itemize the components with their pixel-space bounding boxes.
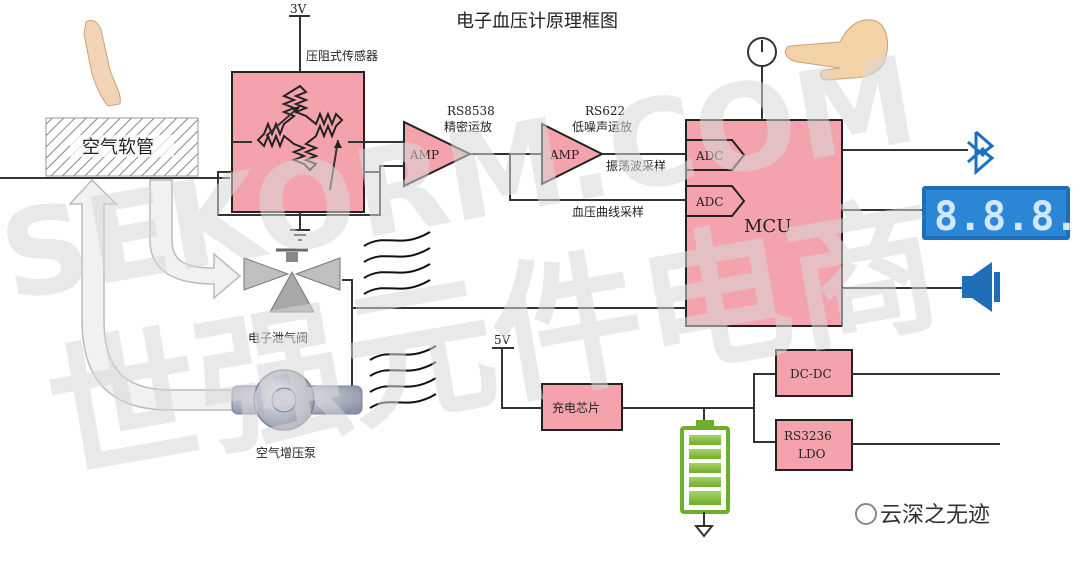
ldo-part-label: RS3236 (784, 429, 832, 443)
adc1-block (685, 139, 746, 171)
ldo-box (775, 419, 853, 471)
speaker-icon (962, 262, 1000, 312)
wechat-watermark: 云深之无迹 (880, 503, 990, 528)
amp1-label: AMP (409, 148, 439, 162)
arm-icon (83, 20, 121, 107)
air-pump (231, 369, 363, 431)
amp1-desc-label: 精密运放 (444, 119, 492, 134)
ripple-sample-label: 振荡波采样 (606, 158, 666, 173)
ground-icon (290, 229, 310, 241)
mcu-label: MCU (744, 216, 791, 237)
hose-arrow-to-valve (149, 179, 242, 300)
adc2-label: ADC (695, 195, 723, 209)
airflow-waves-1 (363, 231, 431, 295)
hand-pointer-icon (784, 19, 888, 81)
airflow-waves-2 (369, 345, 437, 409)
sensor-label: 压阻式传感器 (306, 48, 378, 63)
pump-label: 空气增压泵 (256, 445, 316, 460)
power-button-icon (747, 37, 777, 67)
supply-3v-label: 3V (290, 2, 307, 16)
diagram-title: 电子血压计原理框图 (456, 11, 618, 32)
amp2-label: AMP (549, 148, 579, 162)
charge-chip-box (541, 383, 623, 431)
amp1-part-label: RS8538 (447, 104, 495, 118)
valve-label: 电子泄气阀 (248, 330, 308, 345)
ldo-label: LDO (798, 447, 826, 461)
bluetooth-icon (967, 130, 995, 176)
adc1-label: ADC (695, 149, 723, 163)
seven-segment-display-icon: 8.8.8. (922, 186, 1079, 240)
battery-icon (680, 420, 730, 514)
electronic-valve (243, 248, 341, 313)
adc2-block (685, 185, 746, 217)
dcdc-label: DC-DC (790, 367, 832, 381)
amp2-part-label: RS622 (585, 104, 625, 118)
amp1-triangle (403, 120, 473, 188)
supply-5v-label: 5V (494, 333, 511, 347)
amp2-triangle (541, 122, 605, 186)
ground-icon (693, 525, 715, 538)
svg-text:8.8.8.: 8.8.8. (934, 194, 1079, 240)
amp2-desc-label: 低噪声运放 (572, 119, 632, 134)
charge-chip-label: 充电芯片 (552, 400, 600, 415)
wechat-icon (855, 503, 877, 525)
air-hose-label: 空气软管 (82, 137, 154, 158)
curve-sample-label: 血压曲线采样 (572, 204, 644, 219)
